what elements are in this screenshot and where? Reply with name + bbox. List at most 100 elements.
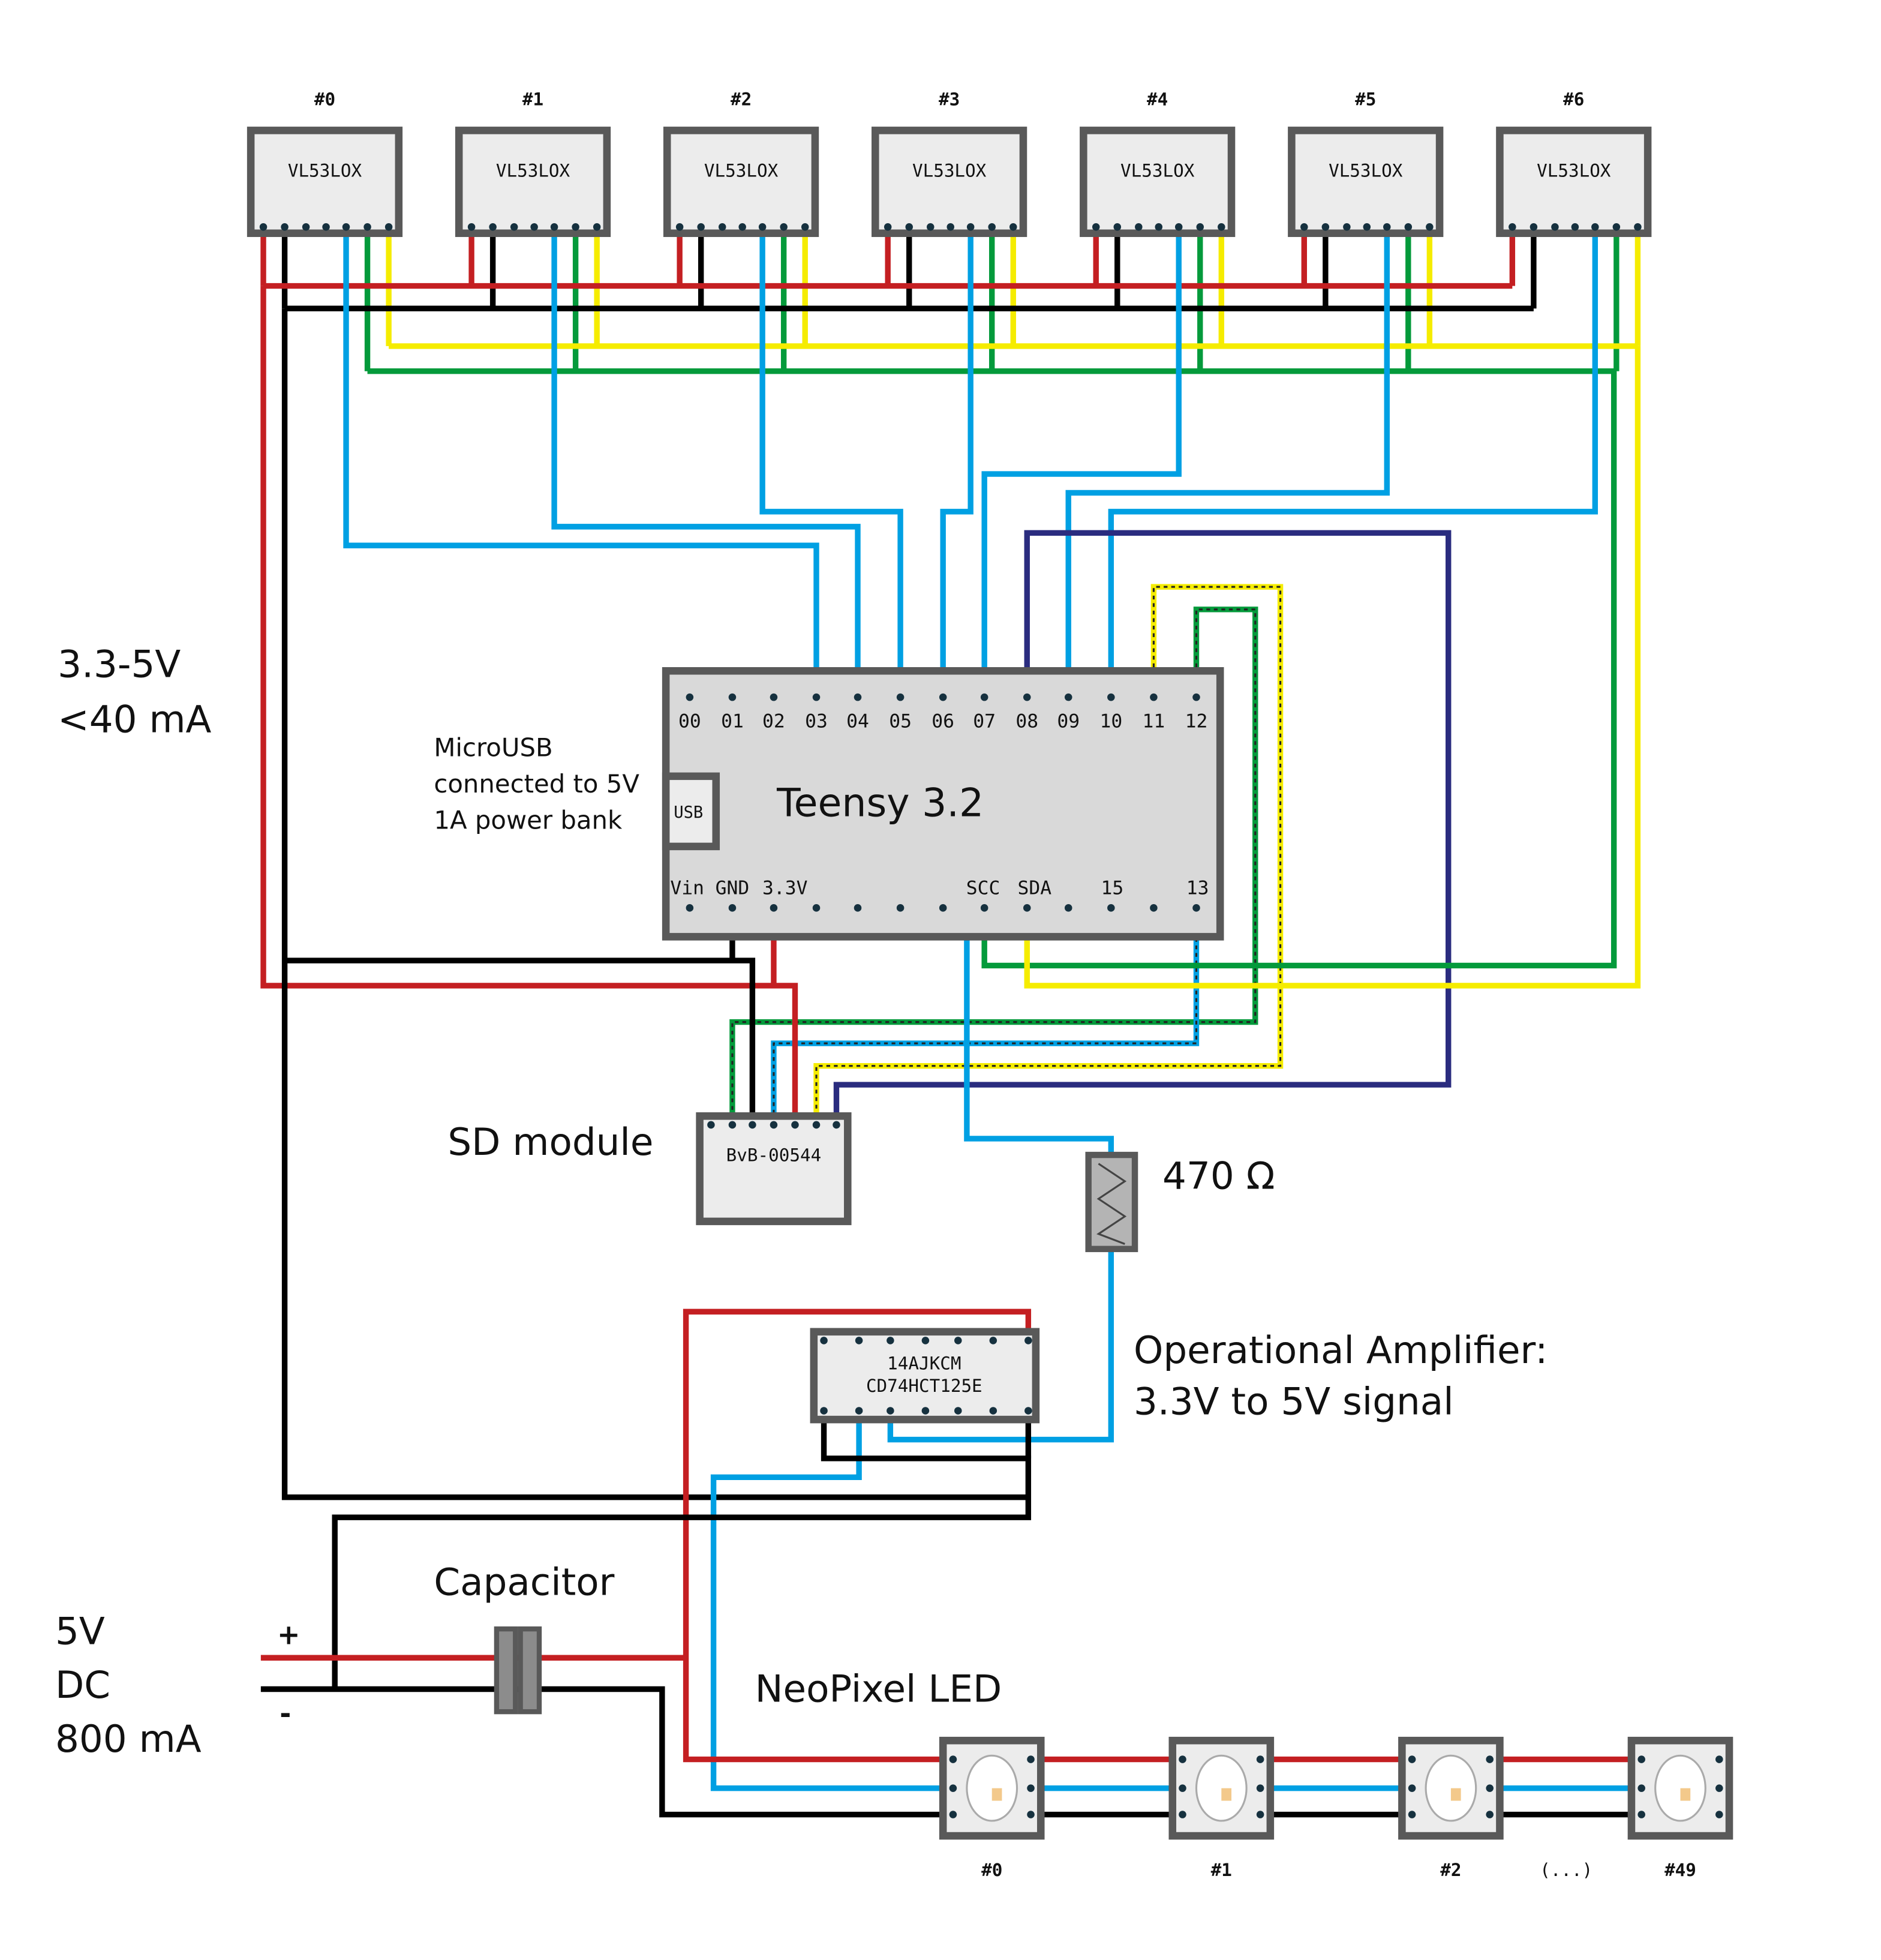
capacitor-plate-left — [494, 1626, 518, 1715]
sensor-pin — [1551, 223, 1559, 231]
sensor-part-label: VL53LOX — [1329, 161, 1403, 181]
teensy-top-pin — [812, 693, 821, 701]
sensor-index-label: #4 — [1147, 89, 1168, 110]
sensor-pin — [927, 223, 935, 231]
teensy-top-pin — [1107, 693, 1115, 701]
sensor-part-label: VL53LOX — [496, 161, 570, 181]
sd-module: BvB-00544 — [696, 1112, 852, 1226]
sensor-pin — [1612, 223, 1621, 231]
teensy-pin-label-09: 09 — [1057, 710, 1080, 732]
sensor-pin — [738, 223, 746, 231]
resistor-body — [1085, 1151, 1138, 1253]
led-pin — [1715, 1755, 1723, 1763]
led-index-label: #2 — [1440, 1860, 1461, 1880]
sensor-pin — [1300, 223, 1308, 231]
sensor-pin — [1218, 223, 1225, 231]
resistor-label: 470 Ω — [1162, 1154, 1275, 1198]
sensor-pin — [510, 223, 518, 231]
xshut-5-wire — [1065, 233, 1390, 698]
chip-pin — [887, 1407, 894, 1415]
led-pin — [1637, 1755, 1645, 1763]
sensor-body — [663, 127, 819, 238]
xshut-6-wire — [1108, 233, 1598, 698]
sd-pin — [833, 1121, 840, 1129]
sd-pin — [707, 1121, 715, 1129]
i2c-scl-wire — [1024, 346, 1641, 989]
teensy-top-pin — [896, 693, 905, 701]
led-pin — [1027, 1811, 1035, 1818]
led-pin — [1715, 1811, 1723, 1818]
sensor-pin — [1591, 223, 1599, 231]
sensor-pin — [363, 223, 371, 231]
sensor-vin-feed — [260, 286, 798, 1120]
neopixel-label: NeoPixel LED — [755, 1667, 1002, 1710]
teensy-bottom-pin — [1107, 904, 1115, 912]
sensor-pin — [593, 223, 601, 231]
sensor-pin — [1321, 223, 1330, 231]
sensor-pin — [1196, 223, 1204, 231]
teensy-pin-label-Vin: Vin — [670, 877, 704, 899]
led-pin — [1027, 1784, 1035, 1792]
sd-pin — [770, 1121, 778, 1129]
led-pin — [1637, 1811, 1645, 1818]
teensy-top-pin — [854, 693, 862, 701]
sensor-index-label: #0 — [314, 89, 335, 110]
sensor-pin — [1009, 223, 1017, 231]
xshut-2-wire — [759, 233, 903, 698]
sd-module-body — [696, 1112, 852, 1226]
led-pin — [1408, 1755, 1416, 1763]
chip-pin — [921, 1407, 930, 1415]
sensor-pin — [697, 223, 705, 231]
sensor-pin — [1634, 223, 1642, 231]
sensor-pin — [780, 223, 788, 231]
chip-pin — [989, 1337, 997, 1344]
sensor-pin — [884, 223, 892, 231]
sensor-body — [1496, 127, 1652, 238]
teensy-top-pin — [980, 693, 988, 701]
sensor-pin — [550, 223, 558, 231]
teensy-top-pin — [728, 693, 737, 701]
teensy-pin-label-SDA: SDA — [1017, 877, 1051, 899]
sensor-part-label: VL53LOX — [1537, 161, 1611, 181]
teensy-pin-label-04: 04 — [846, 710, 869, 732]
resistor-to-opamp-wire — [887, 1247, 1114, 1443]
resistor-zigzag — [1096, 1163, 1127, 1245]
led-pin — [1486, 1811, 1494, 1818]
capacitor-label: Capacitor — [434, 1560, 614, 1604]
sensor-pin — [988, 223, 996, 231]
teensy-body — [662, 667, 1224, 941]
chip-pin — [989, 1407, 997, 1415]
sensor-pin — [1571, 223, 1579, 231]
xshut-3-wire — [940, 233, 973, 698]
usb-label: USB — [674, 803, 703, 822]
teensy-pin-label-05: 05 — [889, 710, 912, 732]
sd-pin — [812, 1121, 821, 1129]
sensor-pin — [342, 223, 350, 231]
sensor-vl53l0x-1: VL53LOX#1 — [455, 89, 611, 238]
sensor-pin — [718, 223, 726, 231]
sd-module-label: SD module — [447, 1120, 653, 1164]
led-pin — [949, 1811, 957, 1818]
sensor-part-label: VL53LOX — [288, 161, 362, 181]
sensor-body — [872, 127, 1027, 238]
chip-pin — [820, 1407, 828, 1415]
teensy-bottom-pin — [1064, 904, 1072, 912]
sensor-pin — [1509, 223, 1516, 231]
sensor-vl53l0x-4: VL53LOX#4 — [1080, 89, 1236, 238]
chip-pin — [855, 1407, 863, 1415]
chip-pin — [954, 1337, 962, 1344]
main-gnd-wire — [281, 308, 1029, 1500]
sensor-pin — [1174, 223, 1183, 231]
xshut-0-wire — [343, 233, 819, 698]
sd-miso-wire-dash — [731, 608, 1257, 1120]
sensor-body — [1288, 127, 1444, 238]
teensy-pin-label-02: 02 — [762, 710, 785, 732]
sd-sck-wire-dash — [773, 908, 1198, 1120]
sd-pin — [791, 1121, 799, 1129]
led-pin — [1256, 1755, 1264, 1763]
sensor-body — [455, 127, 611, 238]
sensor-vl53l0x-2: VL53LOX#2 — [663, 89, 819, 238]
led-index-label: #49 — [1664, 1860, 1696, 1880]
teensy-bottom-pin — [854, 904, 862, 912]
